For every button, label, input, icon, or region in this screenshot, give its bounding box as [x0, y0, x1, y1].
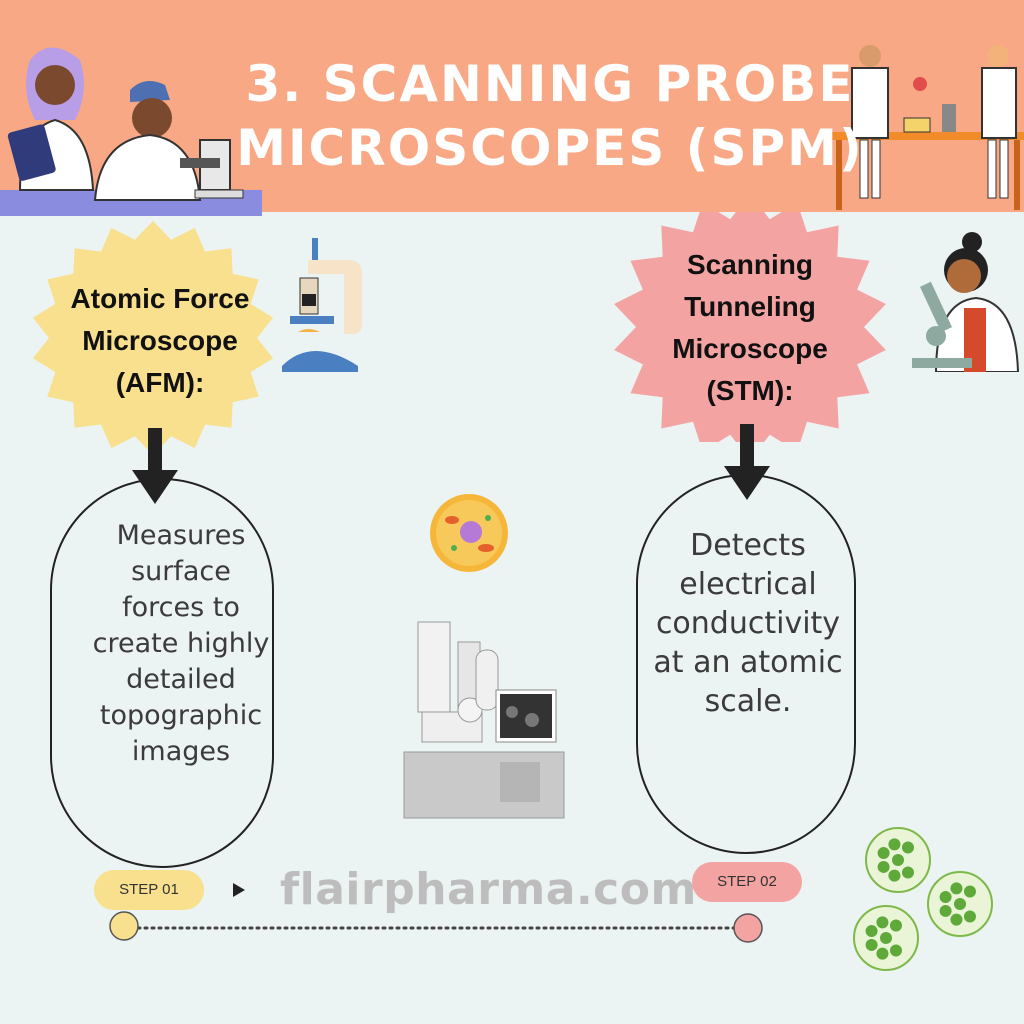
algae-chloroplast	[901, 866, 914, 879]
stm-label-line-2: Tunneling	[684, 291, 816, 322]
algae-cells-icon	[853, 827, 993, 971]
algae-chloroplast	[876, 916, 889, 929]
algae-chloroplast	[901, 841, 914, 854]
step-01-dot	[109, 911, 139, 941]
afm-burst-shape	[32, 220, 274, 456]
algae-chloroplast	[892, 854, 904, 866]
algae-chloroplast	[876, 947, 889, 960]
algae-chloroplast	[889, 919, 902, 932]
stm-description-line-1: Detects	[690, 528, 806, 563]
step-02-dot	[733, 913, 763, 943]
algae-chloroplast	[877, 860, 890, 873]
electron-microscope-icon	[403, 621, 565, 819]
stm-description: Detects electrical conductivity at an atomi…	[640, 526, 856, 721]
afm-label: Atomic Force Microscope (AFM):	[48, 278, 272, 404]
algae-chloroplast	[939, 891, 952, 904]
algae-chloroplast	[877, 847, 890, 860]
algae-chloroplast	[888, 838, 901, 851]
afm-description-line-2: surface	[131, 556, 231, 587]
page-title: 3. SCANNING PROBE MICROSCOPES (SPM)	[200, 52, 900, 180]
stm-label-line-1: Scanning	[686, 249, 813, 280]
stm-label-line-3: Microscope	[672, 333, 828, 364]
stm-label-line-4: (STM):	[706, 375, 794, 406]
stm-description-line-3: conductivity	[655, 606, 841, 641]
algae-chloroplast	[880, 932, 892, 944]
stm-description-line-5: scale.	[704, 684, 792, 719]
stm-description-line-2: electrical	[679, 567, 817, 602]
cell-icon	[430, 494, 508, 572]
watermark: flairpharma.com	[280, 864, 697, 915]
step-01-badge: STEP 01	[94, 870, 204, 910]
algae-chloroplast	[889, 944, 902, 957]
stm-label: Scanning Tunneling Microscope (STM):	[640, 244, 860, 412]
algae-chloroplast	[888, 869, 901, 882]
algae-chloroplast	[939, 904, 952, 917]
afm-description-line-4: create highly	[92, 628, 270, 659]
algae-chloroplast	[865, 925, 878, 938]
afm-label-line-2: Microscope	[82, 325, 238, 356]
stm-description-card	[636, 474, 856, 854]
timeline	[109, 911, 763, 943]
stm-description-line-4: at an atomic	[653, 645, 843, 680]
scientist-microscope-icon	[912, 232, 1020, 372]
afm-description-line-3: forces to	[122, 592, 240, 623]
play-arrow-icon	[233, 883, 245, 897]
algae-chloroplast	[865, 938, 878, 951]
algae-chloroplast	[963, 885, 976, 898]
algae-chloroplast	[963, 910, 976, 923]
algae-chloroplast	[950, 882, 963, 895]
afm-description-line-5: detailed	[126, 664, 236, 695]
afm-description-line-6: topographic	[99, 700, 263, 731]
scientists-illustration	[0, 47, 262, 216]
afm-label-line-3: (AFM):	[115, 367, 205, 398]
stm-burst-shape	[614, 212, 886, 442]
algae-chloroplast	[954, 898, 966, 910]
afm-description-line-7: images	[131, 736, 231, 767]
afm-label-line-1: Atomic Force	[70, 283, 250, 314]
afm-description-line-1: Measures	[116, 520, 246, 551]
microscope-icon	[282, 238, 362, 372]
afm-description-card	[50, 478, 274, 868]
algae-chloroplast	[950, 913, 963, 926]
afm-description: Measures surface forces to create highly det…	[78, 518, 284, 770]
title-line-2: MICROSCOPES (SPM)	[236, 119, 864, 177]
title-line-1: 3. SCANNING PROBE	[245, 55, 855, 113]
lab-scientists-illustration	[832, 45, 1024, 210]
step-02-badge: STEP 02	[692, 862, 802, 902]
